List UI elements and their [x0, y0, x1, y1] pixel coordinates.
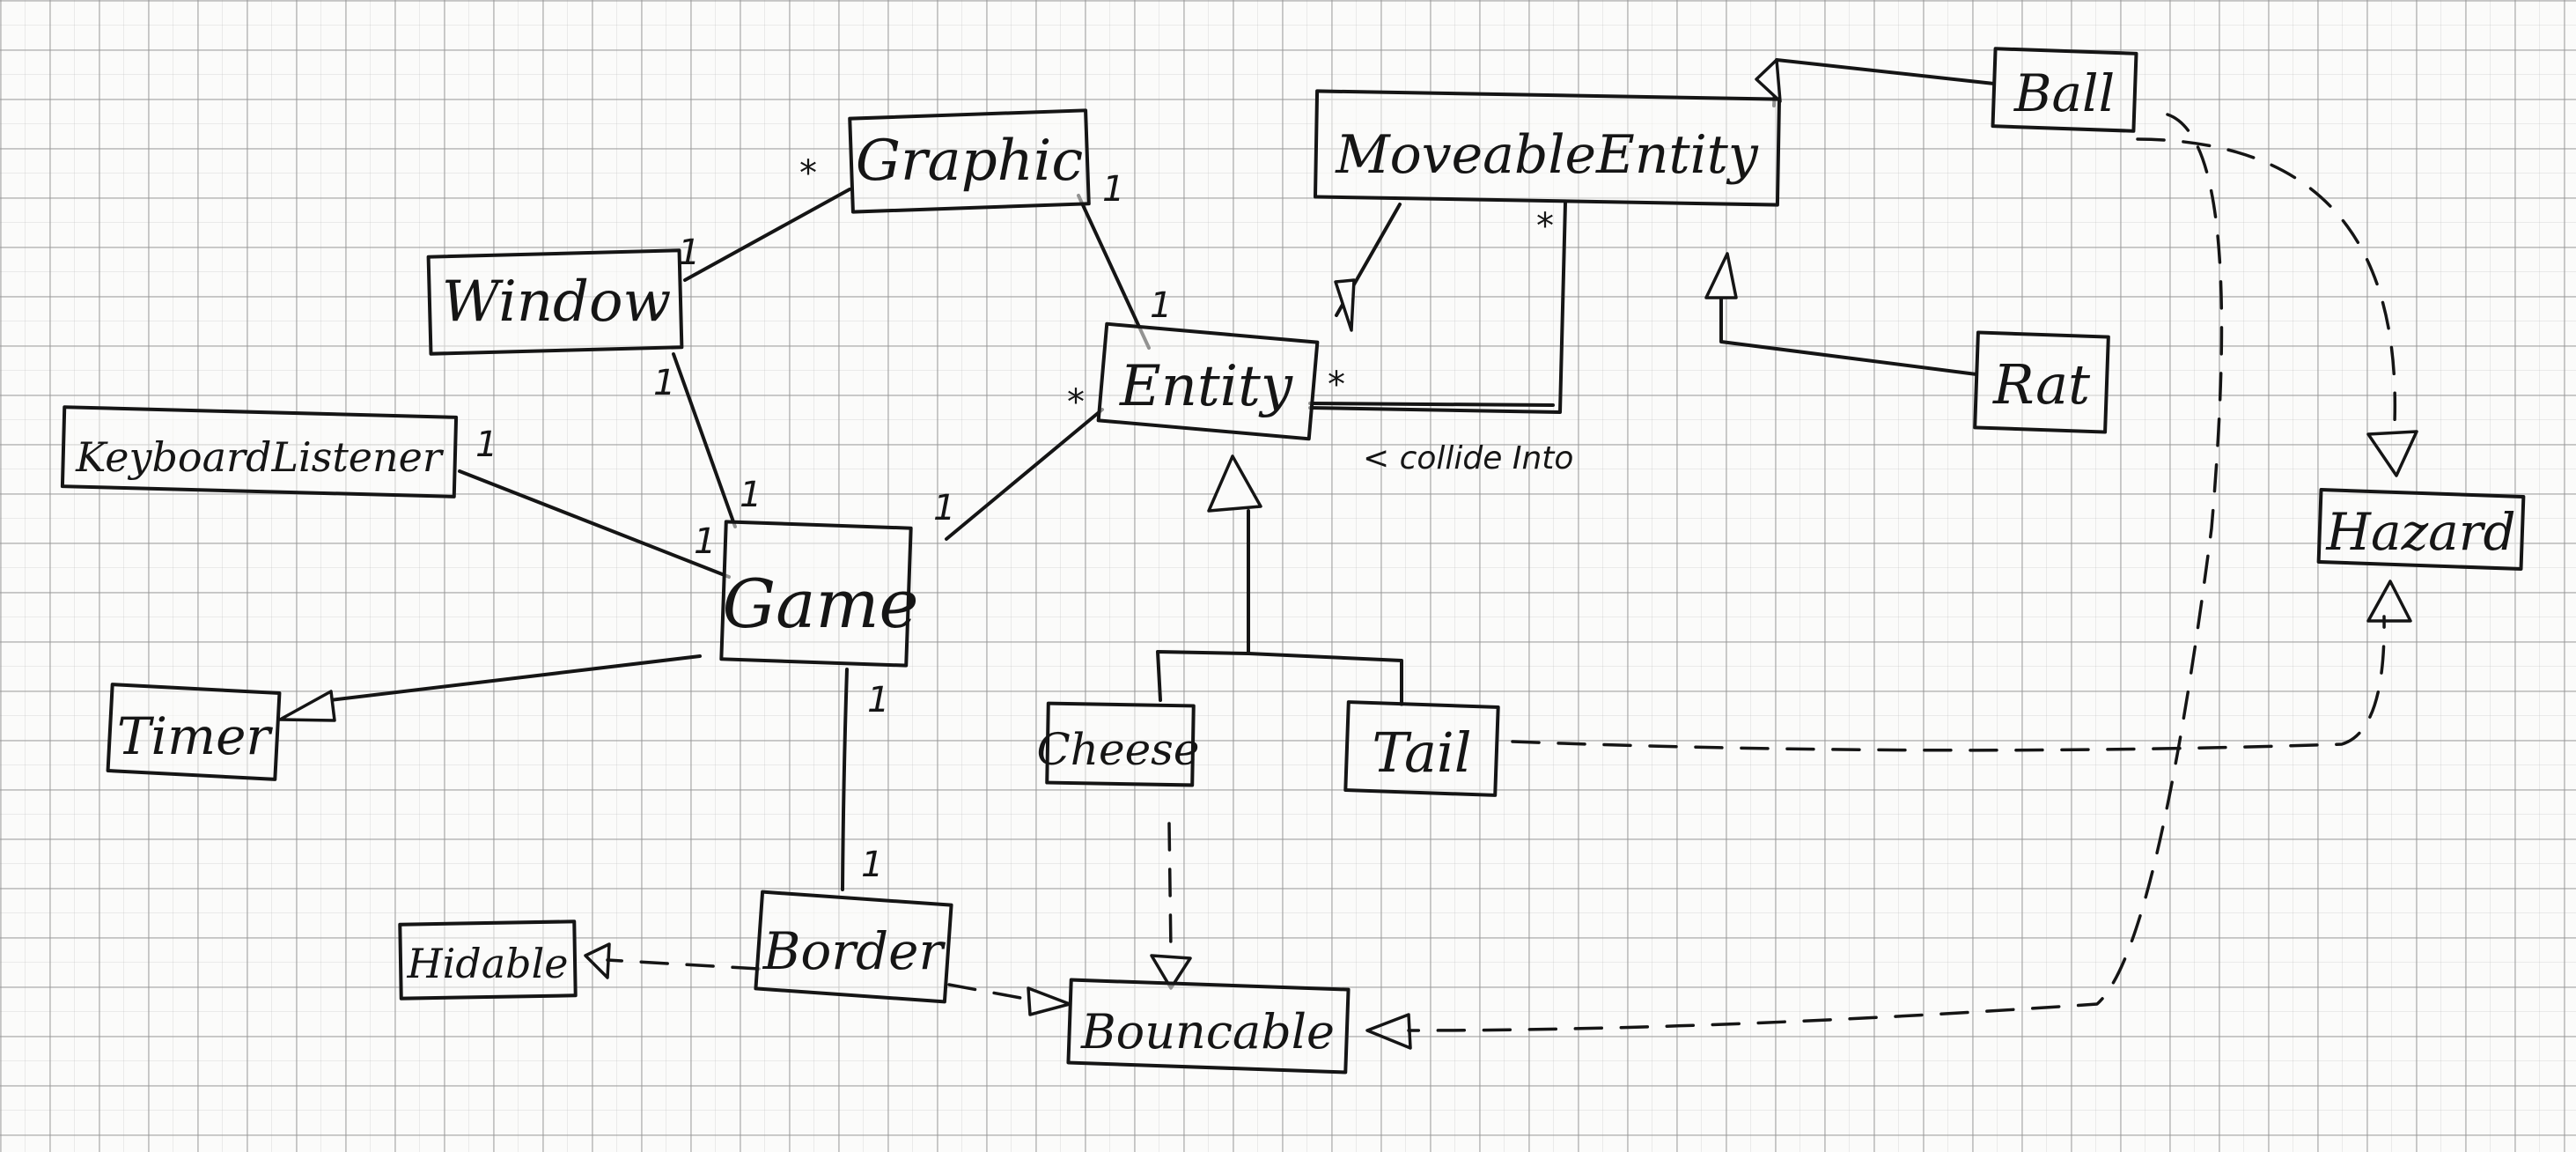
class-name-bouncable: Bouncable	[1080, 1004, 1335, 1060]
mult-game-window: 1	[740, 475, 762, 515]
mult-game-border: 1	[867, 680, 889, 720]
class-entity: Entity	[1096, 321, 1320, 441]
class-name-rat: Rat	[1992, 352, 2090, 417]
class-graphic: Graphic	[848, 108, 1091, 214]
class-name-game: Game	[722, 565, 918, 643]
mult-game-entity: 1	[933, 488, 955, 528]
class-moveable-entity: MoveableEntity	[1313, 89, 1782, 207]
gen-rat-moveable	[1719, 293, 1978, 376]
class-name-timer: Timer	[117, 706, 274, 766]
gen-arrowhead-entity	[1207, 454, 1262, 513]
label-collide-into: < collide Into	[1363, 440, 1573, 476]
class-name-ball: Ball	[2013, 63, 2115, 123]
class-tail: Tail	[1343, 700, 1500, 797]
real-arrowhead-hidable	[584, 942, 611, 979]
class-name-hazard: Hazard	[2325, 502, 2515, 562]
gen-game-timer	[328, 654, 702, 702]
class-rat: Rat	[1973, 330, 2110, 434]
class-name-tail: Tail	[1372, 720, 1471, 785]
assoc-game-entity	[945, 408, 1104, 541]
assoc-entity-moveable	[1308, 201, 1567, 414]
mult-window-game: 1	[653, 363, 675, 403]
mult-entity-game: *	[1067, 382, 1085, 423]
real-arrowhead-bouncable-1	[1027, 986, 1071, 1016]
assoc-keyboard-game	[458, 469, 731, 579]
mult-entity-moveable: *	[1328, 365, 1345, 405]
assoc-game-border	[841, 668, 849, 891]
class-window: Window	[426, 248, 684, 356]
class-name-keyboard-listener: KeyboardListener	[75, 433, 445, 481]
class-name-window: Window	[442, 270, 672, 335]
mult-moveable-entity: *	[1536, 206, 1554, 247]
assoc-window-game	[672, 352, 737, 528]
mult-entity-graphic: 1	[1150, 285, 1172, 326]
real-hazard-bouncable	[1407, 113, 2224, 1032]
class-name-hidable: Hidable	[406, 940, 568, 987]
real-ball-hazard	[2136, 137, 2397, 425]
real-tail-hazard	[1511, 615, 2386, 752]
real-border-hidable	[606, 958, 761, 971]
gen-arrowhead-timer	[278, 690, 336, 722]
assoc-graphic-entity	[1077, 194, 1151, 350]
mult-window-graphic: 1	[678, 233, 700, 273]
class-name-border: Border	[762, 921, 946, 981]
real-arrowhead-hazard-2	[2366, 580, 2412, 623]
real-arrowhead-bouncable-2	[1150, 954, 1192, 990]
class-name-graphic: Graphic	[856, 129, 1083, 194]
real-border-bouncable	[947, 983, 1032, 1001]
class-hidable: Hidable	[398, 919, 578, 1001]
class-name-cheese: Cheese	[1037, 724, 1200, 775]
mult-border-game: 1	[861, 845, 883, 885]
class-name-entity: Entity	[1119, 354, 1293, 419]
class-cheese: Cheese	[1037, 701, 1200, 787]
mult-graphic-window: *	[799, 153, 817, 194]
class-timer: Timer	[106, 683, 282, 781]
class-hazard: Hazard	[2316, 488, 2526, 571]
mult-graphic-entity: 1	[1102, 169, 1124, 210]
class-game: Game	[719, 520, 919, 668]
class-name-moveable-entity: MoveableEntity	[1335, 124, 1759, 186]
class-ball: Ball	[1991, 47, 2138, 133]
mult-game-keyboard: 1	[694, 521, 716, 562]
real-arrowhead-hazard-1	[2366, 430, 2418, 477]
gen-arrowhead-moveable-3	[1704, 252, 1738, 299]
gen-arrowhead-moveable-1	[1334, 278, 1356, 332]
real-cheese-bouncable	[1167, 822, 1173, 953]
assoc-entity-moveable-inner	[1308, 402, 1555, 407]
class-bouncable: Bouncable	[1066, 978, 1351, 1074]
gen-cheese-entity	[1156, 650, 1250, 702]
mult-keyboard-game: 1	[475, 425, 497, 465]
gen-ball-moveable	[1772, 58, 1996, 107]
gen-tail-entity	[1247, 652, 1403, 706]
class-border: Border	[754, 890, 953, 1004]
gen-arrowhead-moveable-2	[1755, 58, 1782, 103]
class-keyboard-listener: KeyboardListener	[60, 405, 459, 498]
real-arrowhead-bouncable-3	[1365, 1013, 1412, 1050]
assoc-window-graphic	[683, 188, 851, 282]
